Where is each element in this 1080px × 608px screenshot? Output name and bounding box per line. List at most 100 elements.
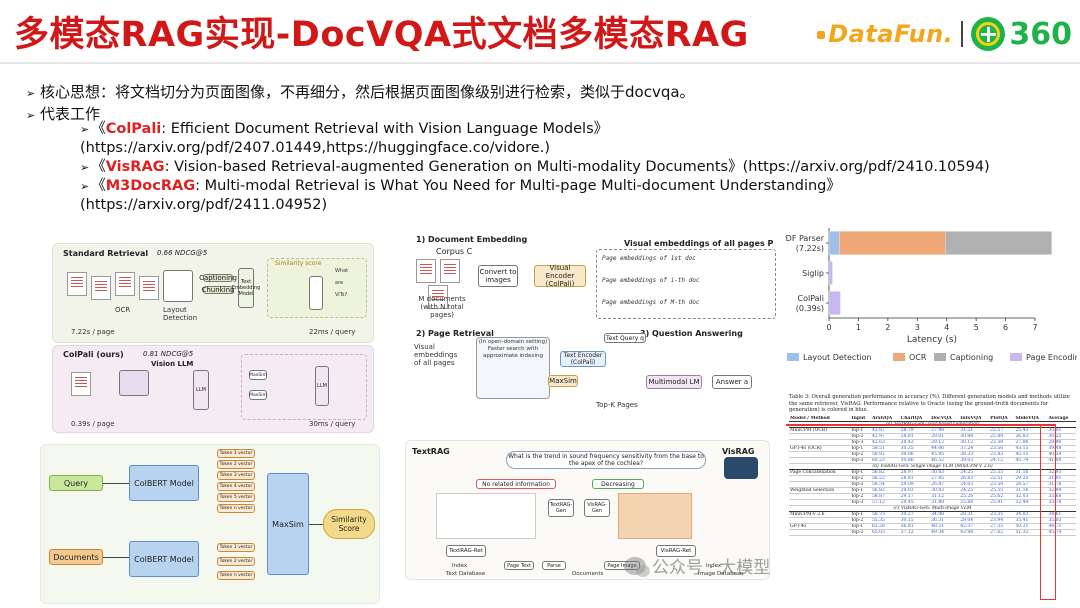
legend-label: Layout Detection: [803, 353, 872, 362]
x-tick-label: 0: [826, 323, 831, 332]
query-word: ViTs?: [335, 292, 348, 298]
table-header-cell: Input: [850, 416, 871, 422]
table-cell: 25.43: [1014, 427, 1048, 434]
table-cell: 30.27: [899, 511, 931, 518]
table-cell: 30.25: [1047, 433, 1076, 440]
table-caption: Table 3: Overall generation performance …: [789, 394, 1070, 413]
table-cell: 46.52: [930, 457, 960, 464]
vision-encoder-box: [119, 370, 149, 396]
table-cell: top-1: [850, 427, 871, 434]
table-cell: 34.03: [1014, 511, 1048, 518]
table-section-title: (b) VisRAG-Gen: Single-image VLM (MiniCP…: [789, 463, 1076, 470]
table-cell: 41.09: [1047, 457, 1076, 464]
table-cell: 58.51: [870, 445, 900, 452]
category-label: Siglip: [802, 269, 824, 278]
bar-layout-detection: [828, 231, 840, 255]
text-chunk-box: [436, 493, 536, 539]
wechat-icon: [624, 556, 650, 577]
page-text-box: Page Text: [504, 561, 534, 570]
colpali-query-time: 30ms / query: [309, 420, 356, 428]
token-vector: Token 3 vector: [217, 471, 255, 480]
legend-swatch: [934, 353, 946, 361]
table-cell: 50.21: [1014, 523, 1048, 530]
maxsim-box: MaxSim: [249, 370, 267, 380]
reference-colpali: ➢《ColPali: Efficient Document Retrieval …: [80, 121, 609, 137]
table-cell: top-2: [850, 517, 871, 524]
table-cell: 58.87: [870, 493, 900, 500]
legend-swatch: [1010, 353, 1022, 361]
document-icon: [428, 285, 448, 309]
bullet-arrow-icon: ➢: [26, 109, 36, 122]
page-thumbnail: [91, 276, 111, 300]
table-cell: top-2: [850, 433, 871, 440]
topk-label: Top-K Pages: [596, 401, 638, 409]
documents-label: Documents: [572, 571, 604, 577]
x-tick-label: 1: [856, 323, 861, 332]
table-cell: 23.59: [989, 481, 1015, 488]
bar-page-encoding: [828, 291, 841, 315]
table-cell: 30.83: [930, 487, 960, 494]
table-cell: [789, 517, 851, 524]
table-cell: [789, 433, 851, 440]
doc-embedding-title: 1) Document Embedding: [416, 235, 528, 244]
table-cell: 30.06: [899, 451, 931, 458]
category-label: (7.22s): [796, 244, 824, 253]
slide-title: 多模态RAG实现-DocVQA式文档多模态RAG: [14, 15, 749, 55]
table-section-row: (c) VisRAG-Gen: Multi-image VLM: [789, 505, 1076, 512]
table-cell: 25.55: [989, 487, 1015, 494]
index-label-right: Index: [706, 563, 722, 569]
standard-query-time: 22ms / query: [309, 328, 356, 336]
visual-encoder-box: Visual Encoder (ColPali): [534, 264, 586, 288]
opendomain-label: (In open-domain setting) Faster search w…: [478, 339, 548, 359]
table-cell: 22.38: [989, 439, 1015, 446]
bullet-core-idea: ➢核心思想：将文档切分为页面图像，不再细分，然后根据页面图像级别进行检索，类似于…: [26, 82, 695, 104]
table-cell: 56.73: [870, 511, 900, 518]
table-cell: 42.97: [870, 433, 900, 440]
table-cell: top-3: [850, 499, 871, 506]
table-cell: 27.98: [930, 427, 960, 434]
table-cell: 28.79: [899, 427, 931, 434]
table-cell: [789, 457, 851, 464]
text-encoder-box: Text Encoder (ColPali): [560, 351, 606, 367]
text-query-box: Text Query q: [604, 333, 646, 343]
reference-m3docrag-url: (https://arxiv.org/pdf/2411.04952): [80, 197, 328, 213]
table-cell: 56.82: [870, 469, 900, 476]
table-cell: 29.45: [899, 499, 931, 506]
table-cell: 51.32: [1014, 529, 1048, 536]
table-header-cell: Average: [1047, 416, 1076, 422]
category-label: PDF Parser: [785, 234, 825, 243]
table-cell: 25.88: [959, 499, 990, 506]
table-cell: 27.85: [930, 475, 960, 482]
table-cell: top-1: [850, 523, 871, 530]
textrag-label: TextRAG: [412, 447, 450, 456]
token-vector: Token n vector: [217, 504, 255, 513]
reference-m3docrag: ➢《M3DocRAG: Multi-modal Retrieval is Wha…: [80, 178, 841, 194]
similarity-score-node: Similarity Score: [323, 509, 375, 539]
table-cell: 29.04: [959, 517, 990, 524]
page-thumbnail: [115, 272, 135, 296]
table-cell: 42.87: [870, 427, 900, 434]
table-cell: 32.93: [1047, 469, 1076, 476]
table-cell: [789, 493, 851, 500]
textrag-ret-box: TextRAG-Ret: [446, 545, 486, 557]
text-encoder-box: [309, 276, 323, 310]
bar-ocr: [839, 231, 946, 255]
query-node: Query: [49, 475, 103, 491]
360-logo: +360: [971, 17, 1072, 52]
colbert-model-bottom: ColBERT Model: [129, 541, 199, 577]
table-header-cell: DocVQA: [930, 416, 960, 422]
table-cell: 22.89: [989, 433, 1015, 440]
ref-arrow-icon: ➢: [80, 161, 90, 174]
watermark: 公众号 · 大模型: [624, 553, 770, 578]
table-cell: top-1: [850, 487, 871, 494]
token-vector: Token 1 vector: [217, 543, 255, 552]
table-cell: 31.78: [1047, 481, 1076, 488]
reference-list: ➢《ColPali: Efficient Document Retrieval …: [80, 120, 1070, 215]
embed-row: Page embeddings of 1st doc: [602, 255, 696, 262]
table-cell: 34.98: [930, 511, 960, 518]
table-cell: 32.94: [1047, 487, 1076, 494]
layout-label: Layout Detection: [163, 306, 198, 322]
